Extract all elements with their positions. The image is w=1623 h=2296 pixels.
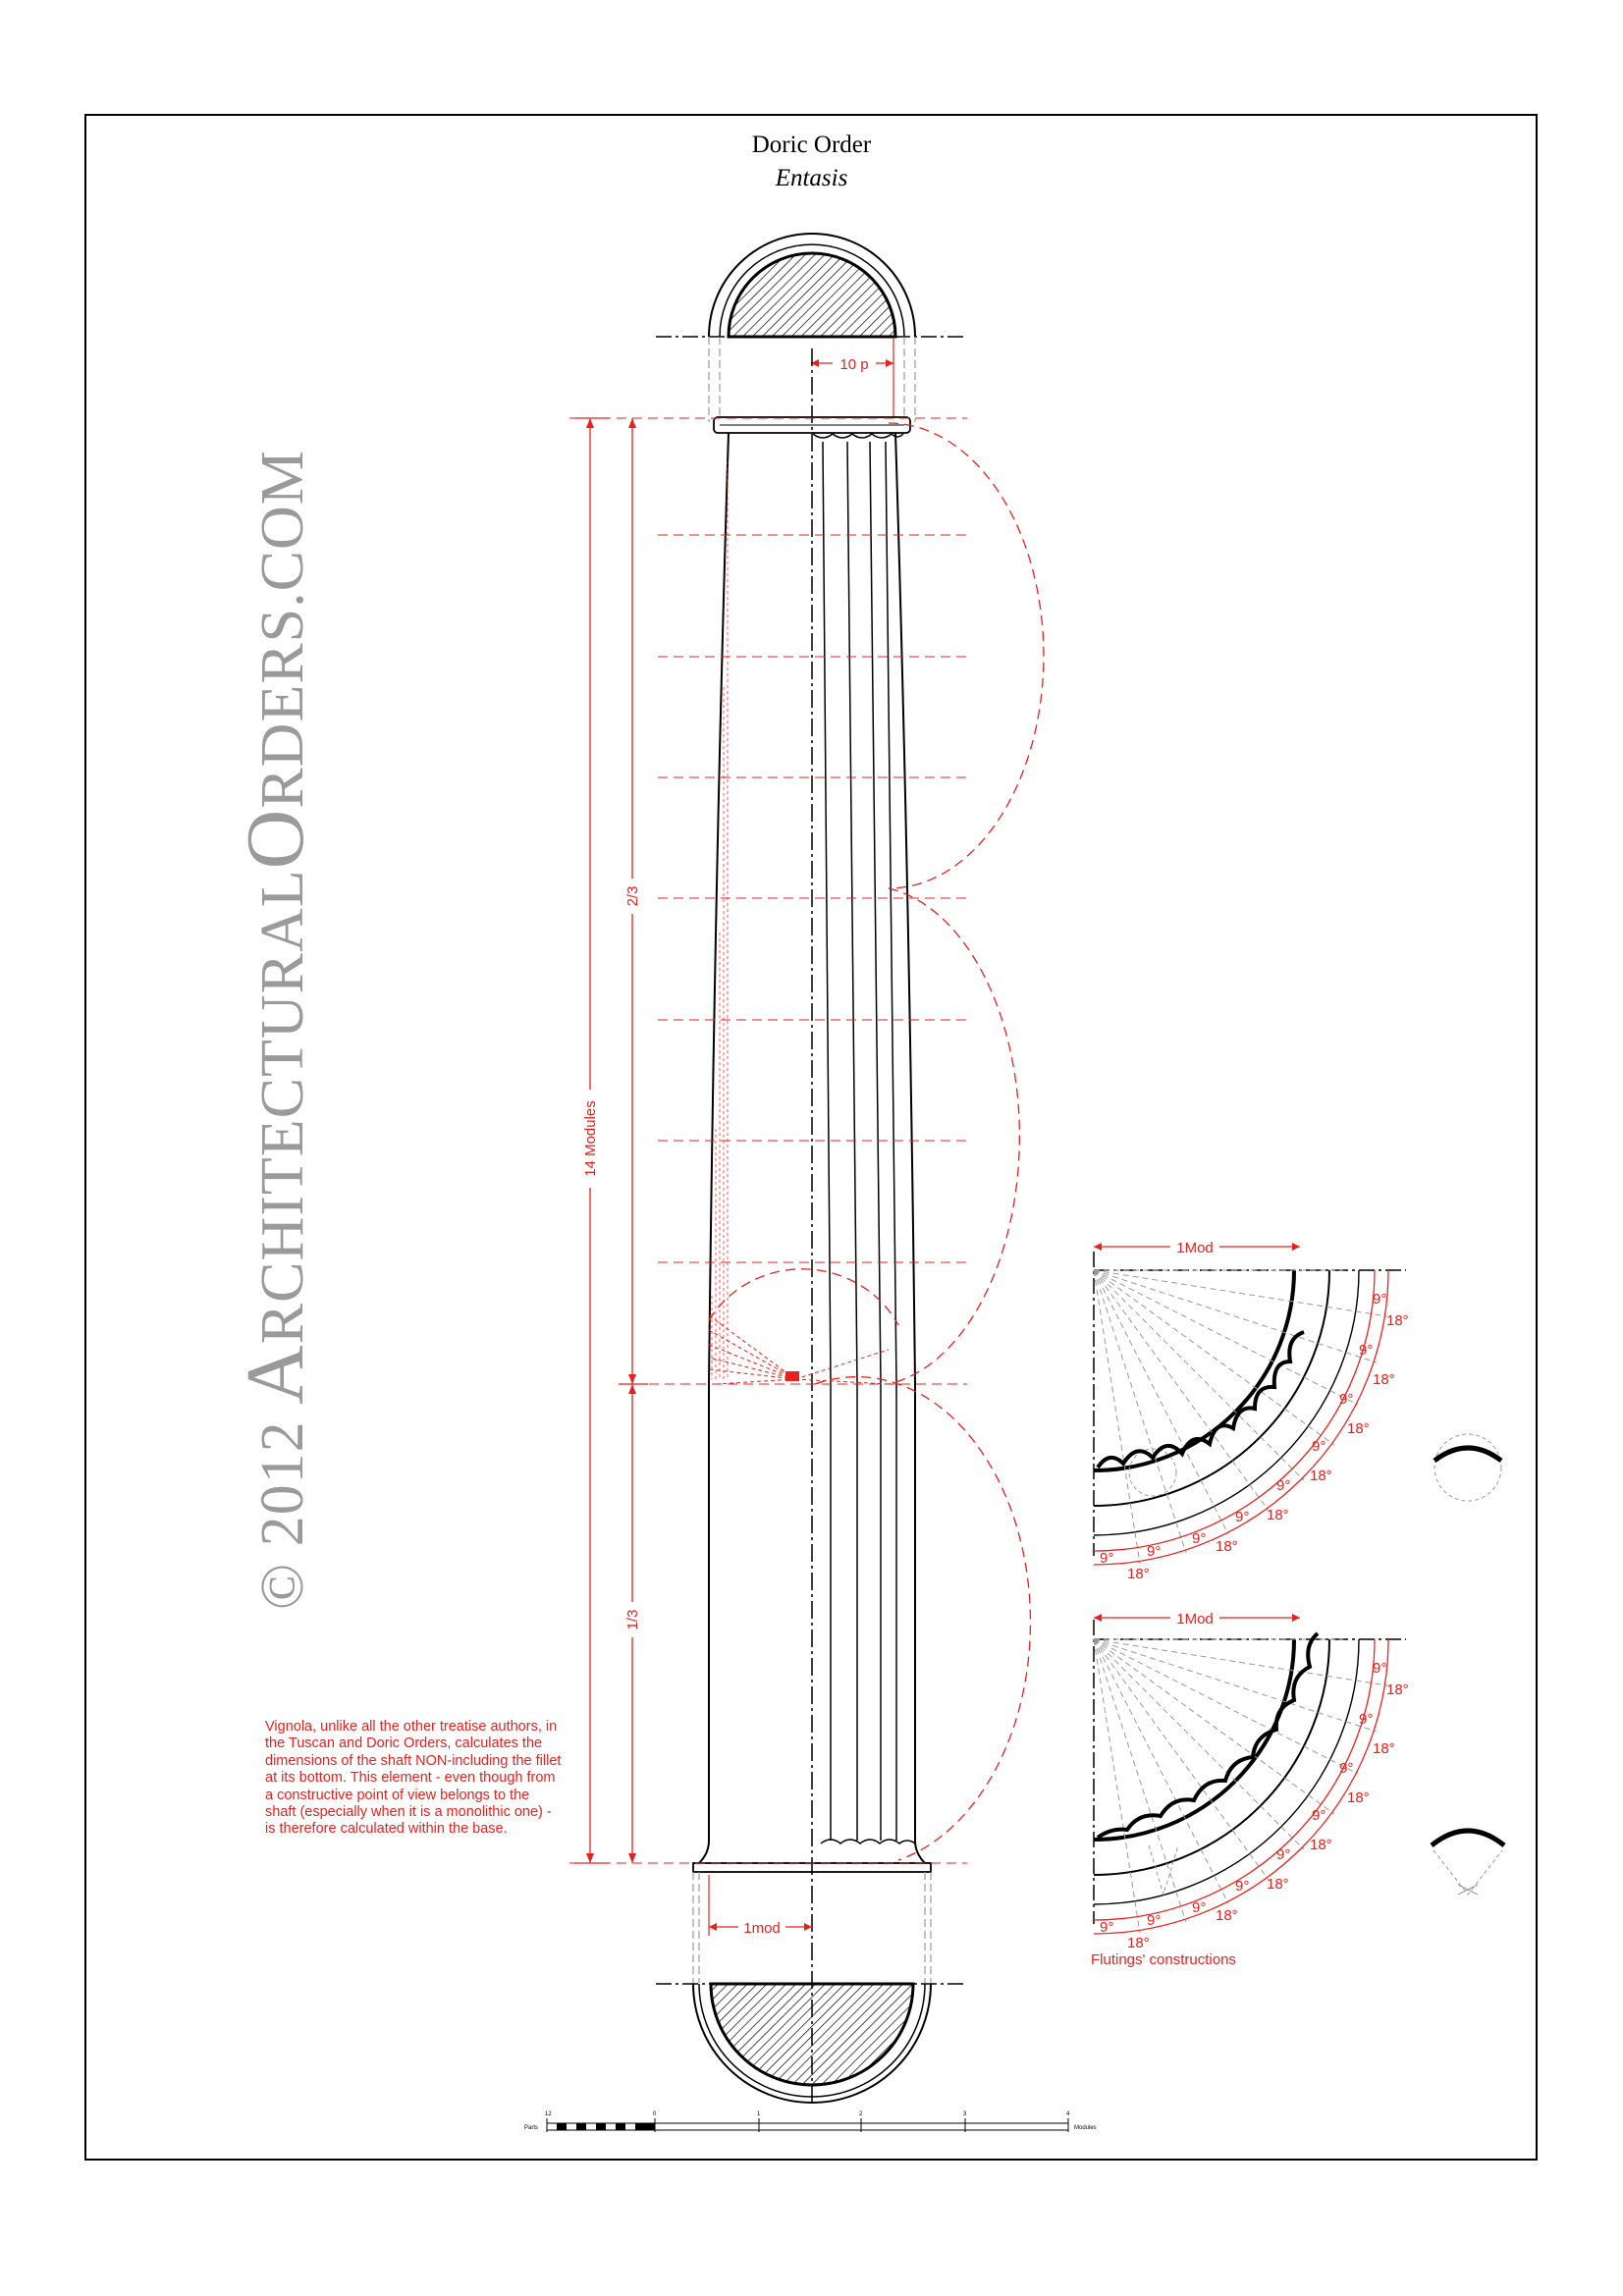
angle-label-9: 9° <box>1276 1477 1290 1494</box>
scale-left-label: Parts <box>524 2125 538 2131</box>
angle-label-9: 9° <box>1359 1711 1373 1728</box>
watermark-initial-o: O <box>230 808 321 870</box>
scale-tick-label: 4 <box>1066 2111 1070 2117</box>
top-plan-shaft-section <box>727 251 897 339</box>
watermark-initial-a: A <box>230 1344 321 1405</box>
angle-label-18: 18° <box>1216 1907 1238 1924</box>
quadrant-width-label: 1Mod <box>1176 1611 1214 1628</box>
fluting-quadrant-lower: 1Mod 9° 9° 18° 9° 18° 9° 18° 9° 18° 9° 1… <box>1093 1608 1409 1951</box>
bottom-radius-dimension: 1mod <box>708 1875 812 1937</box>
bottom-plan-inner-ring <box>698 1983 926 2098</box>
copyright-watermark: © 2012 ARCHITECTURALORDERS.COM <box>228 450 323 1610</box>
total-height-label: 14 Modules <box>582 1100 599 1177</box>
angle-label-18: 18° <box>1310 1837 1332 1853</box>
quadrant-width-label: 1Mod <box>1176 1240 1214 1256</box>
scale-tick-label: 0 <box>653 2111 657 2117</box>
shaft-right-profile <box>894 432 926 1864</box>
flute-profile-detail-upper <box>1433 1433 1503 1502</box>
flute-profile-detail-lower <box>1430 1828 1506 1896</box>
angle-label-18: 18° <box>1127 1566 1150 1582</box>
angle-label-9: 9° <box>1235 1878 1249 1895</box>
bottom-radius-label: 1mod <box>743 1920 781 1937</box>
angle-label-18: 18° <box>1386 1312 1409 1329</box>
top-plan-outer-ring <box>708 233 916 338</box>
bottom-plan-shaft-section <box>709 1982 915 2087</box>
watermark-word-orders: RDERS.COM <box>249 450 316 809</box>
scale-tick-label: 2 <box>859 2111 863 2117</box>
angle-label-9: 9° <box>1100 1550 1113 1567</box>
scale-right-label: Modules <box>1074 2125 1097 2131</box>
angle-label-18: 18° <box>1373 1371 1395 1388</box>
drawing-frame <box>84 114 1538 2161</box>
angle-label-18: 18° <box>1310 1468 1332 1484</box>
angle-label-9: 9° <box>1373 1291 1386 1308</box>
scale-tick-label: 1 <box>757 2111 761 2117</box>
entasis-fan <box>708 1314 890 1385</box>
top-radius-dimension: 10 p <box>811 339 894 422</box>
angle-label-9: 9° <box>1312 1807 1325 1824</box>
construction-arcs <box>708 422 1045 1861</box>
shaft-left-profile <box>698 432 730 1864</box>
watermark-prefix: © 2012 <box>249 1404 316 1610</box>
drawing-subtitle: Entasis <box>775 165 848 191</box>
drawing-title: Doric Order <box>751 132 872 158</box>
entasis-hatching <box>711 461 729 1379</box>
scale-bar: 12 0 1 2 3 4 Parts Modules <box>524 2111 1097 2132</box>
angle-label-18: 18° <box>1216 1538 1238 1555</box>
angle-label-9: 9° <box>1192 1899 1206 1916</box>
top-plan-section <box>656 233 964 422</box>
top-radius-label: 10 p <box>839 356 868 373</box>
flute-line <box>822 441 832 1841</box>
angle-label-18: 18° <box>1267 1876 1289 1893</box>
angle-label-9: 9° <box>1339 1760 1353 1777</box>
fluting-quadrant-upper: 1Mod 9° 9° 18° 9° 18° 9° 18° 9° 18° 9° 1… <box>1093 1237 1409 1582</box>
angle-label-18: 18° <box>1267 1507 1289 1523</box>
flute-line <box>846 441 858 1841</box>
division-lines <box>569 417 967 1864</box>
scale-tick-label: 12 <box>545 2111 552 2117</box>
lower-part-label: 1/3 <box>624 1610 641 1630</box>
scale-tick-label: 3 <box>963 2111 967 2117</box>
angle-label-18: 18° <box>1386 1682 1409 1698</box>
angle-label-9: 9° <box>1373 1660 1386 1677</box>
angle-label-18: 18° <box>1347 1789 1370 1806</box>
upper-part-label: 2/3 <box>624 886 641 907</box>
angle-label-9: 9° <box>1147 1912 1161 1929</box>
bottom-plan-section <box>656 1982 964 2104</box>
angle-label-9: 9° <box>1100 1919 1113 1936</box>
angle-label-9: 9° <box>1192 1530 1206 1547</box>
angle-label-18: 18° <box>1347 1420 1370 1437</box>
angle-label-18: 18° <box>1373 1740 1395 1757</box>
column-elevation <box>692 348 932 2106</box>
watermark-word-architectural: RCHITECTURAL <box>249 869 316 1345</box>
top-plan-inner-ring <box>719 243 905 338</box>
angle-label-9: 9° <box>1339 1391 1353 1408</box>
angle-label-18: 18° <box>1127 1935 1150 1951</box>
flutings-caption: Flutings' constructions <box>1091 1951 1236 1968</box>
vignola-note: Vignola, unlike all the other treatise a… <box>265 1719 562 1838</box>
angle-label-9: 9° <box>1359 1342 1373 1359</box>
angle-label-9: 9° <box>1276 1846 1290 1863</box>
angle-label-9: 9° <box>1235 1509 1249 1525</box>
bottom-plan-outer-ring <box>692 1983 932 2104</box>
angle-label-9: 9° <box>1147 1543 1161 1560</box>
angle-label-9: 9° <box>1312 1438 1325 1455</box>
